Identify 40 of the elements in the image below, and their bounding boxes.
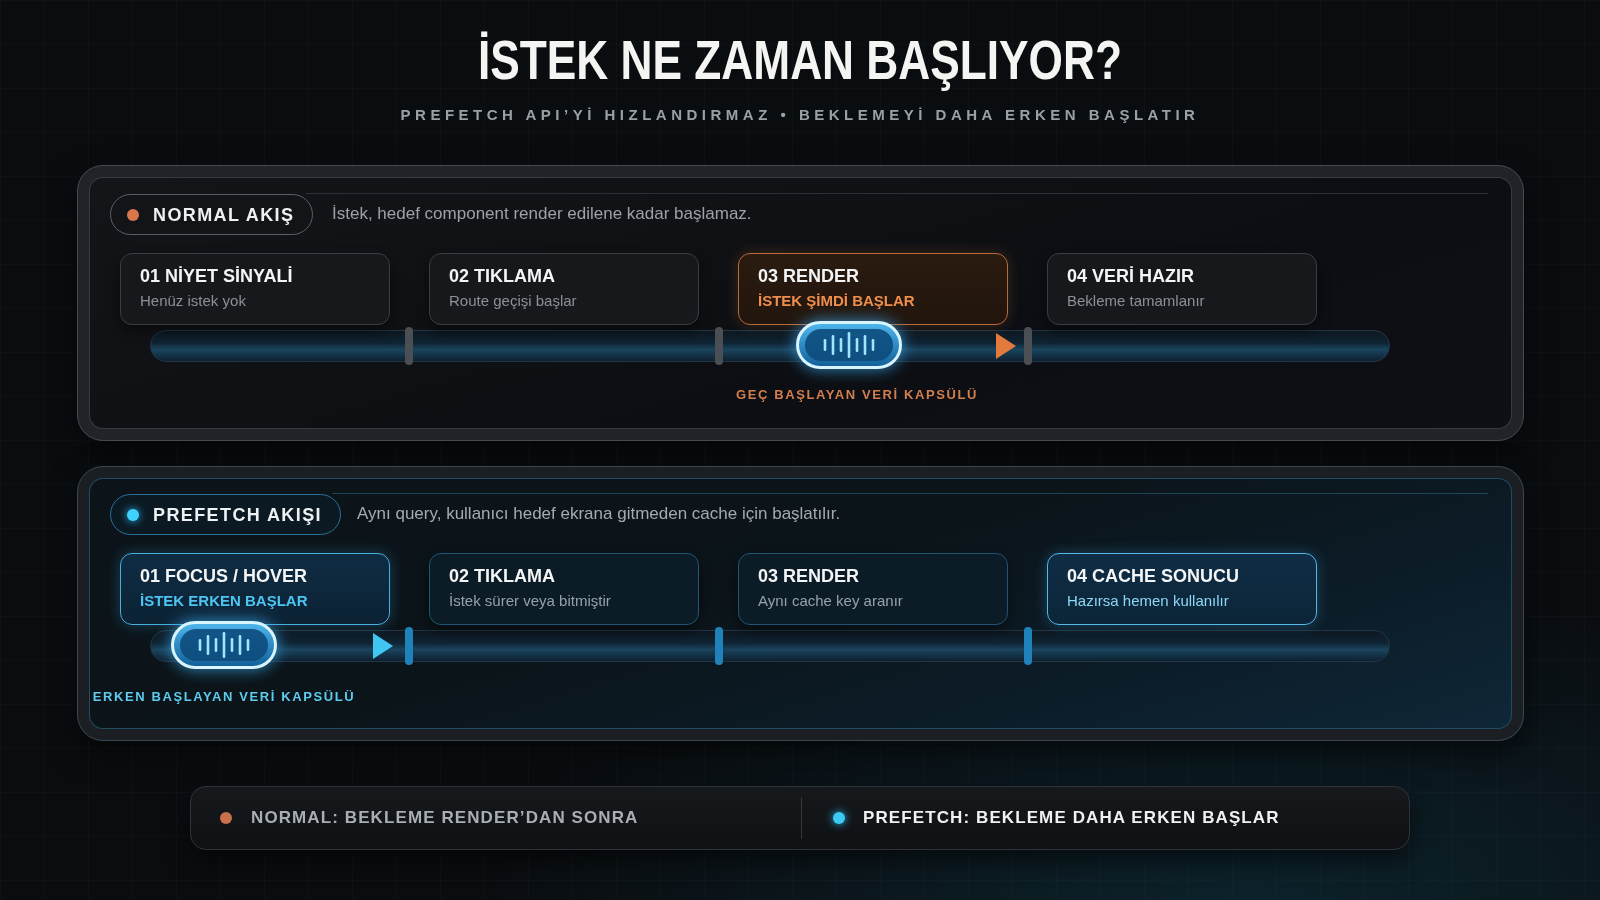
step-description: Henüz istek yok bbox=[140, 291, 247, 311]
step-title: 02 TIKLAMA bbox=[449, 565, 556, 588]
step-description: Hazırsa hemen kullanılır bbox=[1067, 591, 1230, 611]
step-card bbox=[738, 253, 1008, 325]
step-title: 02 TIKLAMA bbox=[449, 265, 556, 288]
flow-pill bbox=[110, 194, 314, 235]
panel-description: İstek, hedef component render edilene kadar başlamaz. bbox=[332, 203, 752, 225]
step-title: 03 RENDER bbox=[758, 265, 861, 288]
flow-title: PREFETCH AKIŞI bbox=[153, 503, 322, 526]
step-card bbox=[1047, 553, 1317, 625]
page-subtitle: PREFETCH API’Yİ HIZLANDIRMAZ • BEKLEMEYİ DAHA ERKEN BAŞLATIR bbox=[400, 105, 1200, 125]
step-card bbox=[429, 553, 699, 625]
step-description: Aynı cache key aranır bbox=[758, 591, 904, 611]
capsule-caption: ERKEN BAŞLAYAN VERİ KAPSÜLÜ bbox=[92, 689, 356, 705]
step-title: 04 VERİ HAZIR bbox=[1067, 265, 1196, 288]
step-title: 04 CACHE SONUCU bbox=[1067, 565, 1241, 588]
flow-panel bbox=[77, 466, 1524, 741]
flow-title: NORMAL AKIŞ bbox=[153, 203, 295, 226]
capsule-caption: GEÇ BAŞLAYAN VERİ KAPSÜLÜ bbox=[736, 387, 978, 403]
step-card bbox=[120, 253, 390, 325]
step-card bbox=[429, 253, 699, 325]
step-description: Bekleme tamamlanır bbox=[1067, 291, 1206, 311]
capsule-icon bbox=[171, 621, 277, 669]
step-card bbox=[738, 553, 1008, 625]
legend-text: NORMAL: BEKLEME RENDER’DAN SONRA bbox=[251, 807, 639, 829]
capsule-icon bbox=[796, 321, 902, 369]
step-description: İSTEK ŞİMDİ BAŞLAR bbox=[758, 291, 916, 311]
step-card bbox=[1047, 253, 1317, 325]
page-title: İSTEK NE ZAMAN BAŞLIYOR? bbox=[478, 28, 1122, 92]
step-title: 01 FOCUS / HOVER bbox=[140, 565, 309, 588]
step-title: 03 RENDER bbox=[758, 565, 861, 588]
step-description: İstek sürer veya bitmiştir bbox=[449, 591, 612, 611]
panel-description: Aynı query, kullanıcı hedef ekrana gitmeden cache için başlatılır. bbox=[357, 503, 841, 525]
step-description: Route geçişi başlar bbox=[449, 291, 578, 311]
step-title: 01 NİYET SİNYALİ bbox=[140, 265, 294, 288]
flow-panel bbox=[77, 165, 1524, 441]
flow-pill bbox=[110, 494, 341, 535]
legend-text: PREFETCH: BEKLEME DAHA ERKEN BAŞLAR bbox=[863, 807, 1280, 829]
step-description: İSTEK ERKEN BAŞLAR bbox=[140, 591, 309, 611]
step-card bbox=[120, 553, 390, 625]
